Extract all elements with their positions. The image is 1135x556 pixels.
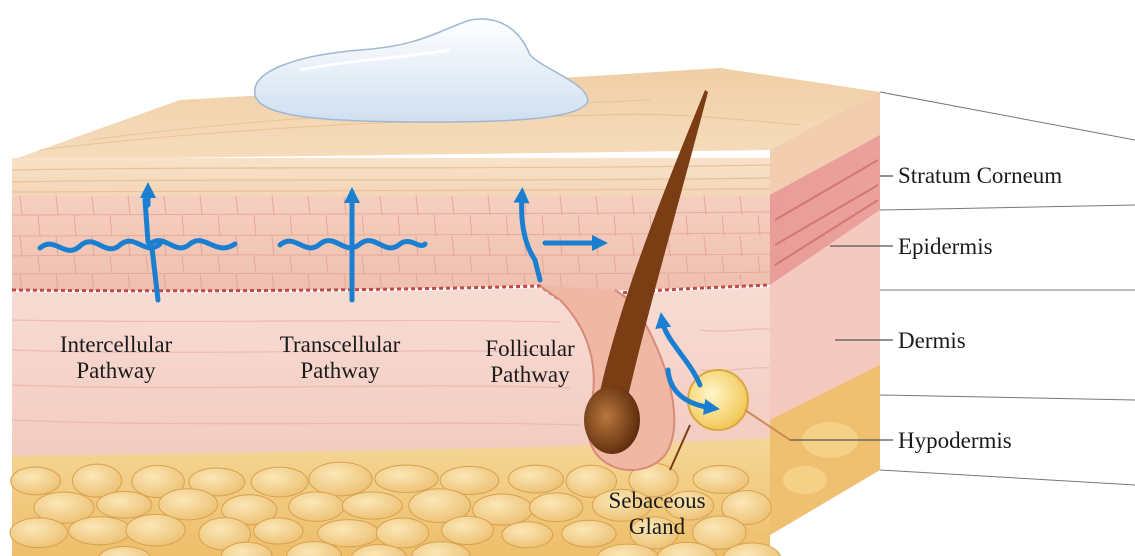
fat-cell — [318, 520, 379, 547]
fat-cell — [11, 467, 61, 495]
fat-cell — [442, 516, 494, 544]
transcellular-line1: Transcellular — [280, 332, 401, 358]
block-guide-lines — [880, 92, 1135, 485]
follicular-line2: Pathway — [485, 362, 574, 388]
fat-cell — [126, 514, 185, 546]
fat-cell — [97, 491, 152, 518]
label-dermis: Dermis — [898, 328, 966, 354]
fat-cell — [375, 465, 438, 493]
fat-cell — [251, 467, 308, 497]
sebaceous-line1: Sebaceous — [608, 488, 705, 514]
hair-bulb — [584, 386, 640, 454]
fat-cell — [254, 518, 303, 544]
label-sebaceous-gland: Sebaceous Gland — [608, 488, 705, 540]
intercellular-line1: Intercellular — [60, 332, 172, 358]
label-hypodermis: Hypodermis — [898, 428, 1012, 454]
fat-cell — [508, 465, 563, 493]
sebaceous-line2: Gland — [608, 514, 705, 540]
label-epidermis: Epidermis — [898, 234, 993, 260]
fat-cell — [502, 522, 553, 548]
label-transcellular-pathway: Transcellular Pathway — [280, 332, 401, 384]
fat-cell — [342, 492, 402, 519]
fat-cell — [376, 518, 428, 548]
fat-cell — [309, 462, 372, 496]
label-stratum-corneum: Stratum Corneum — [898, 163, 1062, 189]
fat-cell — [10, 518, 67, 548]
fat-cell — [530, 493, 583, 522]
fat-cell — [289, 492, 344, 522]
label-intercellular-pathway: Intercellular Pathway — [60, 332, 172, 384]
intercellular-line2: Pathway — [60, 358, 172, 384]
label-follicular-pathway: Follicular Pathway — [485, 336, 574, 388]
fat-cell — [69, 517, 131, 545]
follicular-line1: Follicular — [485, 336, 574, 362]
transcellular-line2: Pathway — [280, 358, 401, 384]
